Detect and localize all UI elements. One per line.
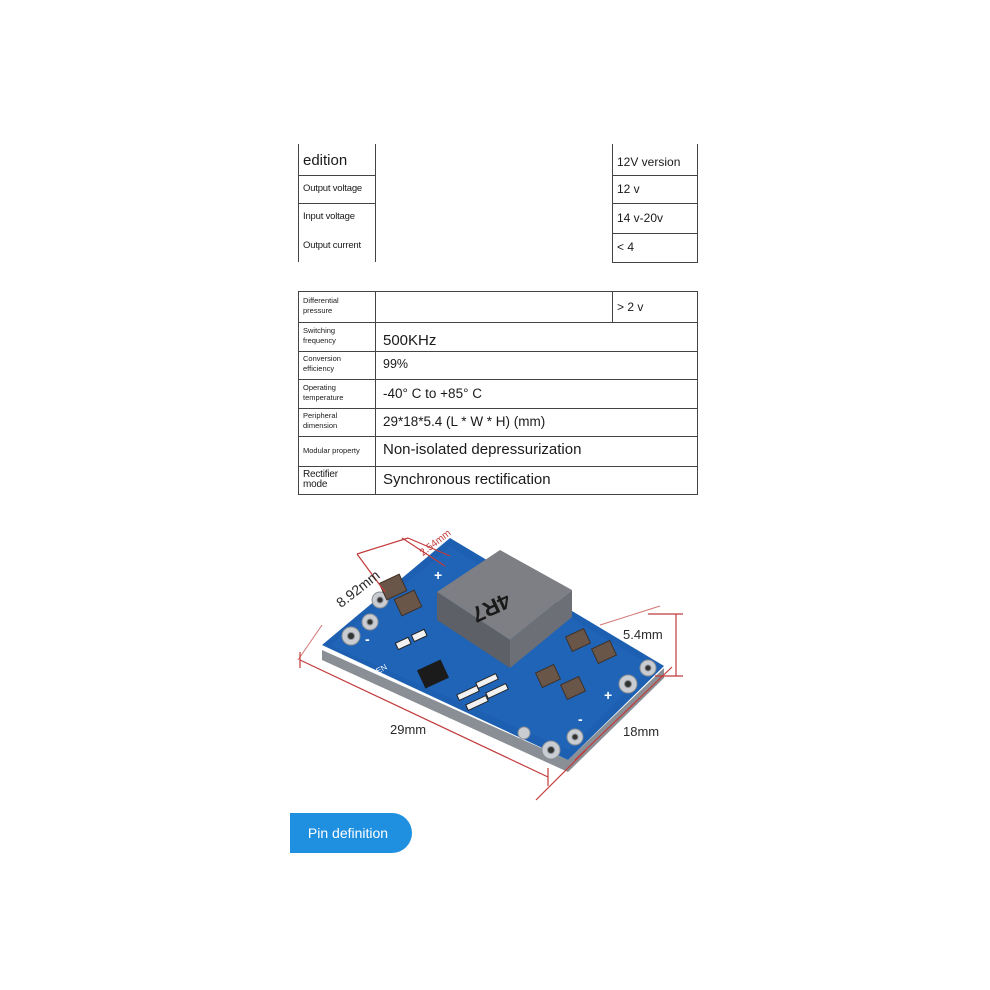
- row-label-output-voltage: Output voltage: [303, 183, 362, 194]
- row-value-modular-property: Non-isolated depressurization: [383, 441, 582, 458]
- row-label-switching-frequency: Switching frequency: [303, 326, 336, 345]
- row-value-rectifier-mode: Synchronous rectification: [383, 471, 551, 488]
- row-label-peripheral-dimension: Peripheral dimension: [303, 411, 338, 430]
- row-label-rectifier-mode: Rectifier mode: [303, 469, 338, 490]
- row-label-output-current: Output current: [303, 240, 361, 251]
- row-label-modular-property: Modular property: [303, 446, 360, 455]
- dim-length: 29mm: [390, 722, 427, 737]
- pin-label-minus-left: -: [365, 631, 370, 647]
- row-value-edition: 12V version: [617, 155, 681, 169]
- row-value-input-voltage: 14 v-20v: [617, 211, 664, 225]
- row-label-differential-pressure: Differential pressure: [303, 296, 339, 315]
- row-value-conversion-efficiency: 99%: [383, 357, 409, 371]
- dim-height: 5.4mm: [623, 627, 663, 642]
- row-value-output-voltage: 12 v: [617, 182, 640, 196]
- pin-label-plus-top: +: [434, 567, 442, 583]
- row-value-output-current: < 4: [617, 240, 635, 254]
- pin-definition-button[interactable]: Pin definition: [290, 813, 412, 853]
- row-value-differential-pressure: > 2 v: [617, 300, 644, 314]
- row-value-operating-temperature: -40° C to +85° C: [383, 386, 482, 401]
- row-label-operating-temperature: Operating temperature: [303, 383, 344, 402]
- dim-width: 18mm: [623, 724, 660, 739]
- row-value-switching-frequency: 500KHz: [383, 332, 437, 349]
- pin-definition-label: Pin definition: [307, 825, 389, 841]
- row-label-edition: edition: [303, 152, 348, 169]
- pin-label-plus-right: +: [604, 687, 612, 703]
- pin-label-minus-right: -: [578, 711, 583, 727]
- row-label-input-voltage: Input voltage: [303, 211, 355, 222]
- row-value-peripheral-dimension: 29*18*5.4 (L * W * H) (mm): [383, 414, 546, 429]
- row-label-conversion-efficiency: Conversion efficiency: [303, 354, 341, 373]
